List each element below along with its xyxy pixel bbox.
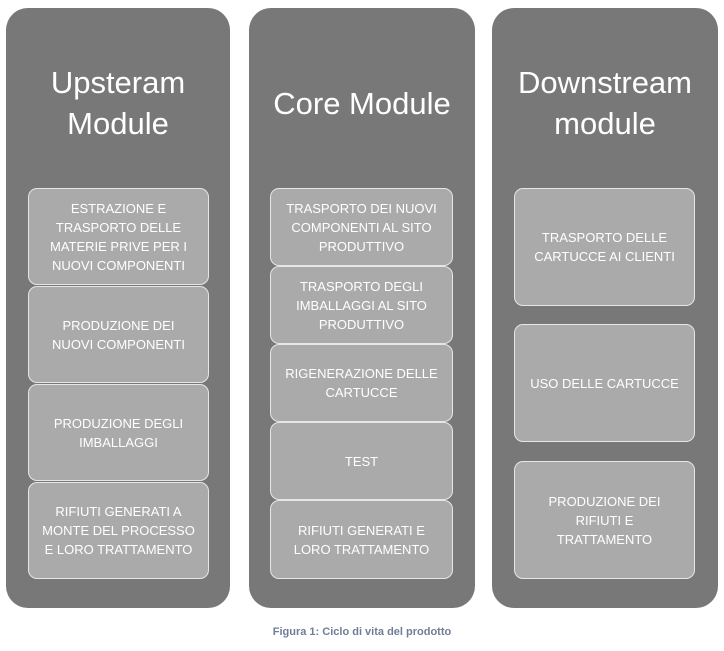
process-box: RIFIUTI GENERATI A MONTE DEL PROCESSO E … xyxy=(28,482,209,579)
process-box: USO DELLE CARTUCCE xyxy=(514,324,695,442)
process-box: RIGENERAZIONE DELLE CARTUCCE xyxy=(270,344,453,422)
process-box: RIFIUTI GENERATI E LORO TRATTAMENTO xyxy=(270,500,453,579)
process-box: TRASPORTO DEI NUOVI COMPONENTI AL SITO P… xyxy=(270,188,453,266)
figure-caption: Figura 1: Ciclo di vita del prodotto xyxy=(272,626,452,638)
process-box: TRASPORTO DEGLI IMBALLAGGI AL SITO PRODU… xyxy=(270,266,453,344)
downstream-module-column: Downstream module TRASPORTO DELLE CARTUC… xyxy=(492,8,718,608)
upstream-module-column: Upsteram Module ESTRAZIONE E TRASPORTO D… xyxy=(6,8,230,608)
column-title: Core Module xyxy=(273,86,451,121)
process-box: TEST xyxy=(270,422,453,500)
process-box: PRODUZIONE DEI NUOVI COMPONENTI xyxy=(28,286,209,383)
column-title: Downstream module xyxy=(518,65,692,141)
process-box: PRODUZIONE DEI RIFIUTI E TRATTAMENTO xyxy=(514,461,695,579)
core-module-column: Core Module TRASPORTO DEI NUOVI COMPONEN… xyxy=(249,8,475,608)
process-box: ESTRAZIONE E TRASPORTO DELLE MATERIE PRI… xyxy=(28,188,209,285)
process-box: TRASPORTO DELLE CARTUCCE AI CLIENTI xyxy=(514,188,695,306)
column-title: Upsteram Module xyxy=(50,65,186,141)
process-box: PRODUZIONE DEGLI IMBALLAGGI xyxy=(28,384,209,481)
